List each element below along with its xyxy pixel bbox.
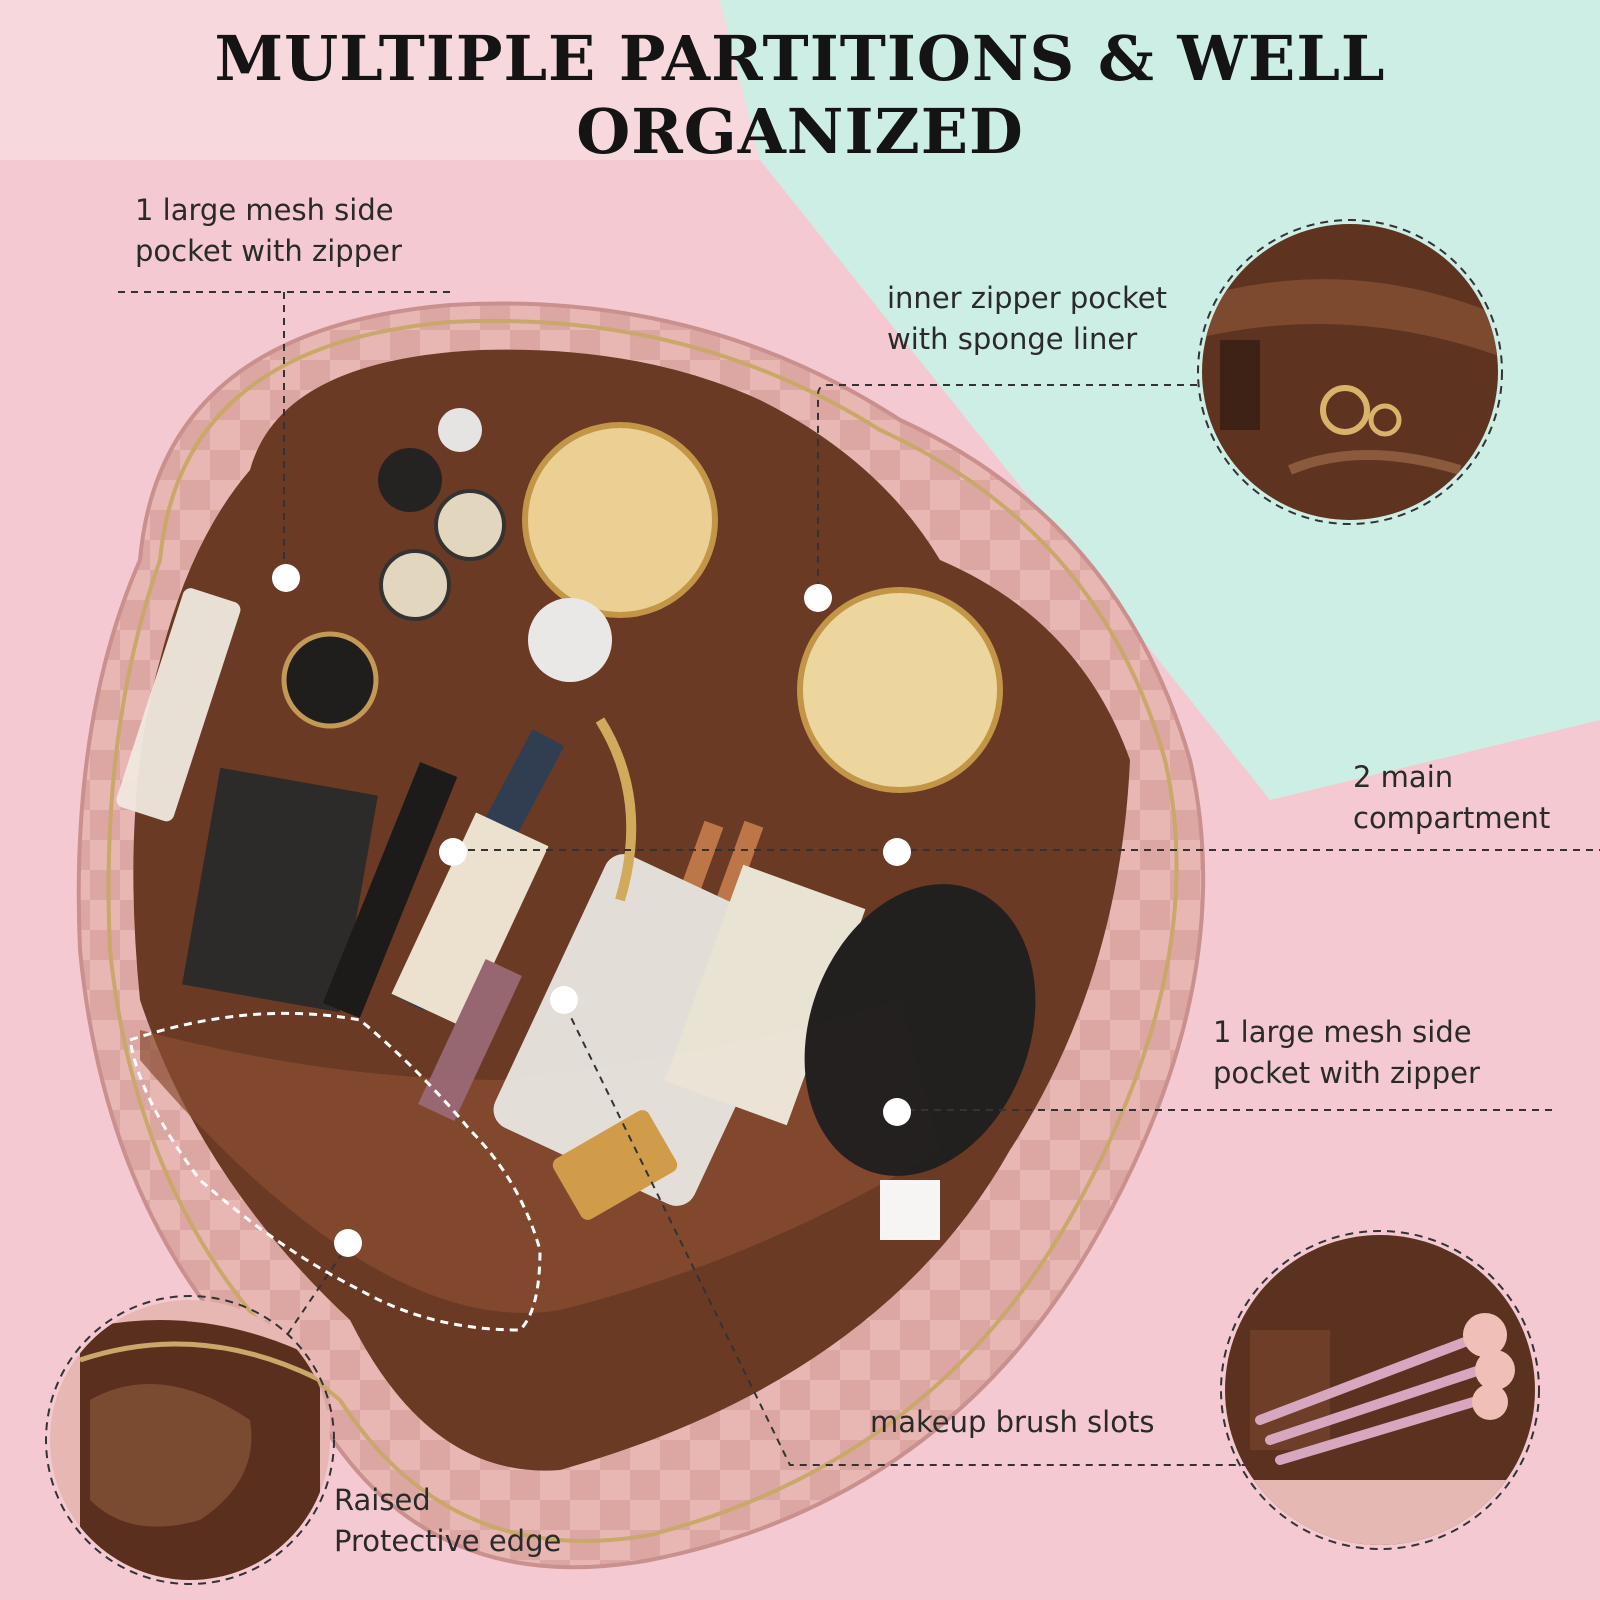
marker-dot — [550, 986, 578, 1014]
brush-slots-inset-icon — [1225, 1235, 1535, 1545]
callout-line: 1 large mesh side — [135, 193, 394, 227]
headline: MULTIPLE PARTITIONS & WELL ORGANIZED — [214, 22, 1386, 168]
marker-dot — [804, 584, 832, 612]
marker-dot — [883, 1098, 911, 1126]
mint-panel — [720, 0, 1600, 800]
marker-dot — [439, 838, 467, 866]
callout-raised-edge: Raised Protective edge — [334, 1480, 561, 1562]
callout-line: pocket with zipper — [1213, 1056, 1480, 1090]
callout-inner-pocket: inner zipper pocket with sponge liner — [887, 278, 1167, 360]
callout-line: 2 main — [1353, 760, 1454, 794]
callout-line: Raised — [334, 1483, 431, 1517]
callout-line: Protective edge — [334, 1524, 562, 1558]
raised-edge-inset-icon — [50, 1300, 330, 1580]
callout-line: makeup brush slots — [870, 1405, 1155, 1439]
marker-dot — [272, 564, 300, 592]
callout-line: with sponge liner — [887, 322, 1138, 356]
marker-dot — [334, 1229, 362, 1257]
callout-line: compartment — [1353, 801, 1551, 835]
zipper-pocket-inset-icon — [1202, 224, 1498, 520]
callout-line: pocket with zipper — [135, 234, 402, 268]
bag-contents — [116, 408, 1036, 1240]
callout-brush-slots: makeup brush slots — [870, 1402, 1154, 1443]
callout-line: 1 large mesh side — [1213, 1015, 1472, 1049]
callout-side-pocket-bottom: 1 large mesh side pocket with zipper — [1213, 1012, 1480, 1094]
callout-line: inner zipper pocket — [887, 281, 1167, 315]
raised-edge-outline — [128, 1011, 542, 1332]
callout-side-pocket-top: 1 large mesh side pocket with zipper — [135, 190, 402, 272]
callout-main-compartment: 2 main compartment — [1353, 757, 1550, 839]
marker-dot — [883, 838, 911, 866]
